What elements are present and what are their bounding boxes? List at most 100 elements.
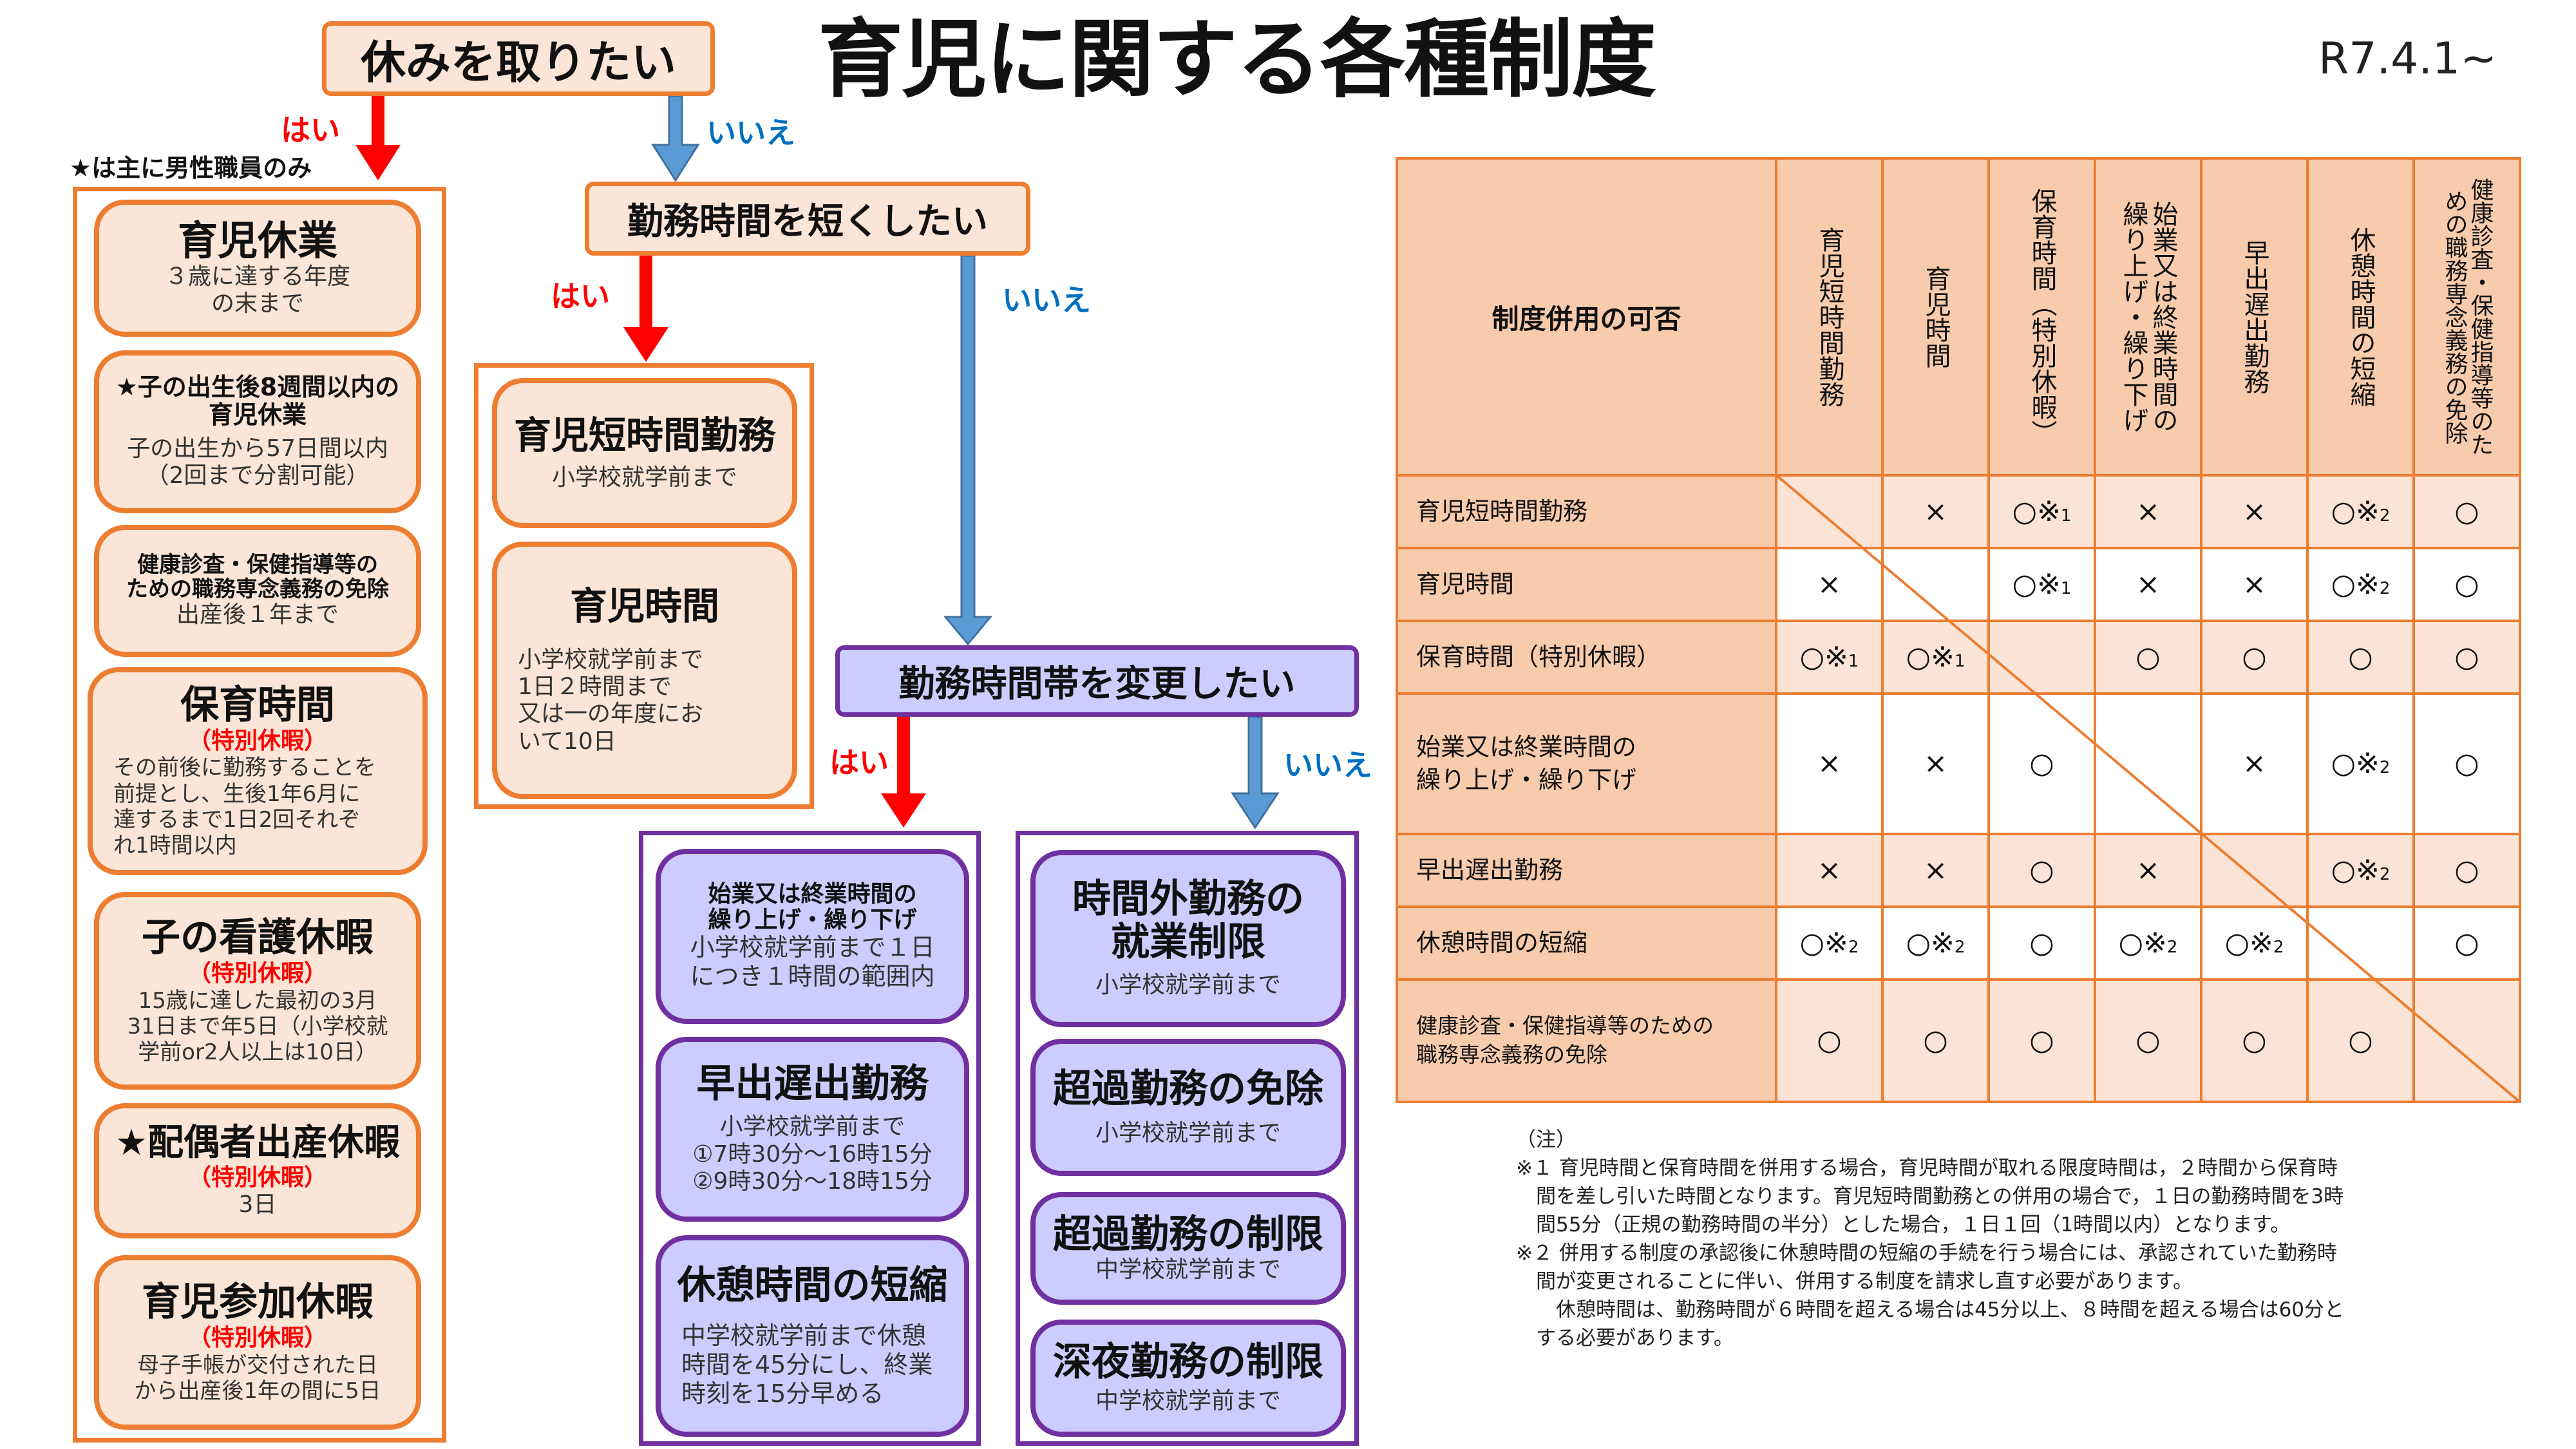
- table-cell: ○: [2412, 832, 2521, 908]
- compatibility-table: 制度併用の可否 育児短時間勤務 育児時間 保育時間（特別休暇） 始業又は終業時間…: [1396, 157, 2521, 1104]
- yes-label: はい: [281, 113, 340, 147]
- card-childcare-participation-leave: 育児参加休暇 （特別休暇） 母子手帳が交付された日 から出産後1年の間に5日: [94, 1255, 421, 1430]
- table-cell-diagonal: [2094, 692, 2202, 835]
- table-cell: ○: [1987, 978, 2096, 1104]
- question-change-shift: 勤務時間帯を変更したい: [835, 645, 1359, 717]
- column-header: 早出遅出勤務: [2200, 157, 2309, 477]
- table-cell: ×: [2200, 692, 2309, 835]
- card-childcare-leave: 育児休業 ３歳に達する年度 の末まで: [94, 200, 421, 337]
- card-desc: 小学校就学前まで: [1095, 1119, 1281, 1146]
- card-desc: 小学校就学前まで: [551, 464, 737, 491]
- special-leave-tag: （特別休暇）: [187, 960, 327, 987]
- card-title: 育児参加休暇: [142, 1280, 374, 1325]
- table-corner-header: 制度併用の可否: [1396, 157, 1777, 477]
- page-title: 育児に関する各種制度: [818, 10, 1656, 109]
- card-desc: 小学校就学前まで１日 につき１時間の範囲内: [690, 933, 935, 991]
- table-cell: ○: [2412, 546, 2521, 622]
- card-desc: 小学校就学前まで ①7時30分～16時15分 ②9時30分～18時15分: [692, 1113, 933, 1195]
- table-cell: ×: [1775, 692, 1884, 835]
- diagonal-line: [1775, 474, 2521, 1103]
- card-night-work-limit: 深夜勤務の制限 中学校就学前まで: [1030, 1320, 1346, 1437]
- card-title: 超過勤務の制限: [1053, 1211, 1323, 1257]
- table-row: 育児短時間勤務×○※1××○※2○: [1396, 474, 2521, 549]
- row-header: 休憩時間の短縮: [1396, 905, 1777, 981]
- male-staff-note: ★は主に男性職員のみ: [70, 154, 312, 182]
- card-childcare-time: 育児時間 小学校就学前まで 1日２時間まで 又は一の年度にお いて10日: [492, 542, 797, 799]
- table-cell-diagonal: [1775, 474, 1884, 549]
- yes-arrow-shift: [881, 717, 926, 828]
- question-shorten-hours: 勤務時間を短くしたい: [585, 182, 1030, 256]
- card-title: 育児短時間勤務: [513, 413, 775, 457]
- table-cell: ○: [2094, 978, 2202, 1104]
- table-cell: ○※2: [2306, 546, 2415, 622]
- card-desc: ３歳に達する年度 の末まで: [164, 263, 350, 317]
- table-row: 保育時間（特別休暇）○※1○※1○○○○: [1396, 619, 2521, 695]
- table-cell: ○※1: [1987, 474, 2096, 549]
- card-child-sick-leave: 子の看護休暇 （特別休暇） 15歳に達した最初の3月 31日まで年5日（小学校就…: [94, 892, 421, 1090]
- table-cell: ×: [2094, 832, 2202, 908]
- column-header: 保育時間（特別休暇）: [1987, 157, 2096, 477]
- card-title: 子の看護休暇: [142, 915, 374, 961]
- table-cell-diagonal: [2306, 905, 2415, 981]
- column-header: 育児時間: [1881, 157, 1990, 477]
- card-title: 超過勤務の免除: [1053, 1066, 1323, 1112]
- card-desc: 15歳に達した最初の3月 31日まで年5日（小学校就 学前or2人以上は10日）: [127, 987, 388, 1065]
- table-cell: ○: [1881, 978, 1990, 1104]
- card-desc: 母子手帳が交付された日 から出産後1年の間に5日: [134, 1352, 381, 1404]
- table-cell: ○※2: [2306, 832, 2415, 908]
- card-title: 健康診査・保健指導等の ための職務専念義務の免除: [126, 552, 389, 603]
- card-postbirth-leave: ★子の出生後8週間以内の 育児休業 子の出生から57日間以内 （2回まで分割可能…: [94, 350, 421, 513]
- card-title: 深夜勤務の制限: [1053, 1340, 1323, 1385]
- card-short-hours-work: 育児短時間勤務 小学校就学前まで: [492, 378, 797, 528]
- card-desc: 子の出生から57日間以内 （2回まで分割可能）: [127, 435, 388, 489]
- table-header-row: 制度併用の可否 育児短時間勤務 育児時間 保育時間（特別休暇） 始業又は終業時間…: [1396, 157, 2521, 477]
- no-arrow-shift: [943, 254, 993, 646]
- card-title: 始業又は終業時間の 繰り上げ・繰り下げ: [708, 880, 917, 934]
- yes-arrow-leave: [355, 96, 401, 180]
- card-title: ★配偶者出産休暇: [115, 1121, 401, 1164]
- row-header: 始業又は終業時間の 繰り上げ・繰り下げ: [1396, 692, 1777, 835]
- card-desc: 3日: [238, 1191, 277, 1218]
- effective-date: R7.4.1~: [2318, 33, 2497, 84]
- table-cell: ○※2: [2306, 474, 2415, 549]
- table-cell: ○: [2412, 619, 2521, 695]
- row-header: 保育時間（特別休暇）: [1396, 619, 1777, 695]
- question-want-leave: 休みを取りたい: [322, 21, 715, 96]
- table-row: 育児時間×○※1××○※2○: [1396, 546, 2521, 622]
- card-start-end-shift: 始業又は終業時間の 繰り上げ・繰り下げ 小学校就学前まで１日 につき１時間の範囲…: [656, 849, 969, 1024]
- special-leave-tag: （特別休暇）: [187, 728, 327, 755]
- column-header: 始業又は終業時間の 繰り上げ・繰り下げ: [2094, 157, 2202, 477]
- special-leave-tag: （特別休暇）: [187, 1164, 327, 1191]
- table-cell-diagonal: [2412, 978, 2521, 1104]
- card-staggered-work: 早出遅出勤務 小学校就学前まで ①7時30分～16時15分 ②9時30分～18時…: [656, 1037, 969, 1222]
- table-cell: ○: [1987, 832, 2096, 908]
- row-header: 健康診査・保健指導等のための 職務専念義務の免除: [1396, 978, 1777, 1104]
- table-cell: ○: [2412, 692, 2521, 835]
- card-title: 育児休業: [177, 217, 337, 265]
- table-cell: ○: [2094, 619, 2202, 695]
- table-cell: ○※2: [2094, 905, 2202, 981]
- no-label: いいえ: [1283, 748, 1372, 782]
- table-cell-diagonal: [1987, 619, 2096, 695]
- card-title: 保育時間: [180, 683, 335, 728]
- special-leave-tag: （特別休暇）: [187, 1325, 327, 1352]
- footnotes: （注） ※１ 育児時間と保育時間を併用する場合，育児時間が取れる限度時間は，２時…: [1516, 1128, 2345, 1350]
- table-row: 早出遅出勤務××○×○※2○: [1396, 832, 2521, 908]
- no-arrow-limits: [1231, 715, 1280, 829]
- table-cell: ×: [2094, 474, 2202, 549]
- row-header: 育児短時間勤務: [1396, 474, 1777, 549]
- card-overtime-restriction: 時間外勤務の 就業制限 小学校就学前まで: [1030, 850, 1346, 1027]
- card-title: 早出遅出勤務: [696, 1061, 929, 1107]
- card-title: 育児時間: [569, 583, 719, 628]
- table-cell: ×: [1881, 474, 1990, 549]
- table-cell: ×: [2094, 546, 2202, 622]
- card-title: 時間外勤務の 就業制限: [1072, 876, 1304, 965]
- card-desc: 中学校就学前まで: [1095, 1256, 1281, 1283]
- table-cell: ×: [2200, 474, 2309, 549]
- card-desc: 中学校就学前まで: [1095, 1388, 1281, 1415]
- table-cell: ○: [1987, 905, 2096, 981]
- card-desc: 小学校就学前まで 1日２時間まで 又は一の年度にお いて10日: [518, 646, 704, 755]
- card-health-checkup: 健康診査・保健指導等の ための職務専念義務の免除 出産後１年まで: [94, 525, 421, 657]
- column-header: 休憩時間の短縮: [2306, 157, 2415, 477]
